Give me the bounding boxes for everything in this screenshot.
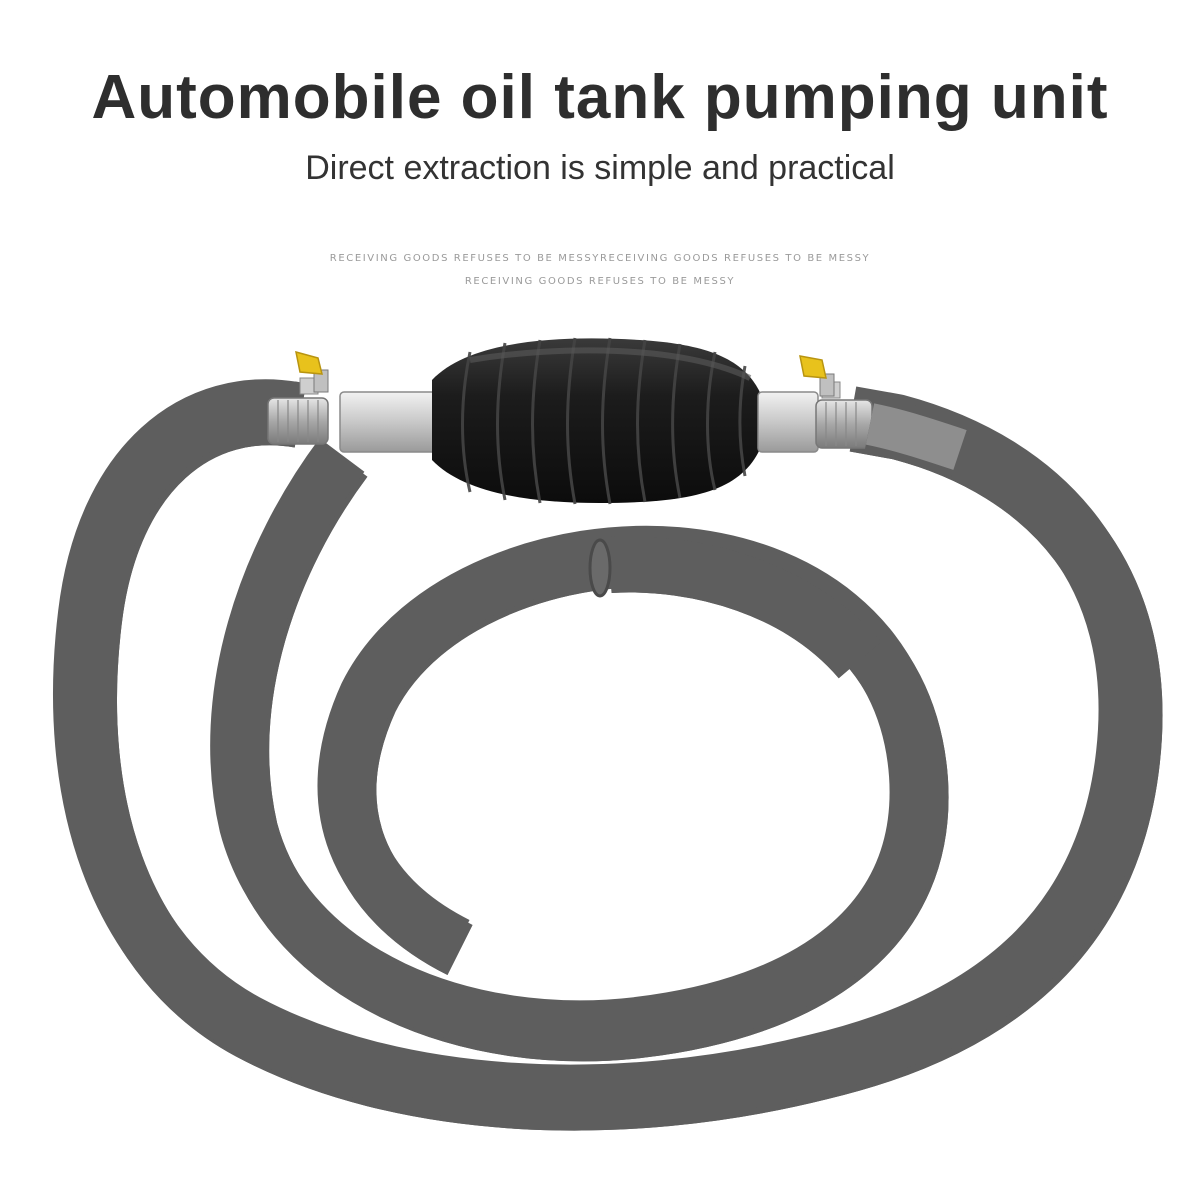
page-subtitle: Direct extraction is simple and practica…: [305, 149, 895, 187]
right-valve-key-icon: [799, 355, 835, 397]
right-fitting: [757, 381, 873, 453]
hose-cut-end: [588, 538, 612, 598]
pump-hose-illustration: [0, 337, 1200, 1200]
pump-bulb: [432, 337, 768, 505]
page-title: Automobile oil tank pumping unit: [91, 63, 1109, 132]
tagline-line-1: RECEIVING GOODS REFUSES TO BE MESSYRECEI…: [329, 253, 871, 264]
left-valve-key-icon: [295, 350, 329, 393]
tagline-line-2: RECEIVING GOODS REFUSES TO BE MESSY: [464, 276, 736, 287]
hose: [83, 409, 1133, 1100]
